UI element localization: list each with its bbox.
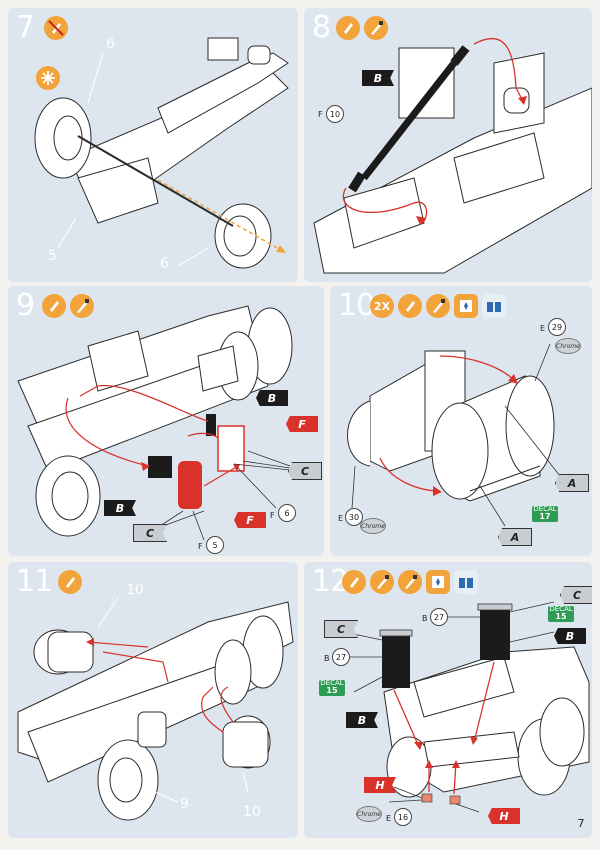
paint-brush-icon xyxy=(398,570,422,594)
step-11-icons xyxy=(58,570,82,594)
glue-icon xyxy=(58,570,82,594)
step-number: 9 xyxy=(16,288,35,323)
part-number: 6 xyxy=(278,504,296,522)
step-8-icons xyxy=(336,16,388,40)
glue-icon xyxy=(42,294,66,318)
tag-F-top: F xyxy=(286,416,318,432)
part-letter: E xyxy=(386,814,392,823)
callout-part-10-bottom: 10 xyxy=(243,804,261,820)
glue-icon xyxy=(336,16,360,40)
part-number: 27 xyxy=(332,648,350,666)
chrome-paint-icon: Chrome xyxy=(356,806,382,822)
part-number: 29 xyxy=(548,318,566,336)
chassis-tank-mount-drawing xyxy=(17,597,294,821)
tag-B: B xyxy=(362,70,394,86)
mudflap-rear-drawing xyxy=(343,601,590,813)
decal-label: DECAL xyxy=(549,605,573,613)
decal-label: DECAL xyxy=(320,679,344,687)
tag-C-right: C xyxy=(288,462,322,480)
paint-brush-icon xyxy=(70,294,94,318)
step-7-icons xyxy=(44,16,68,40)
callout-part-6-top: 6 xyxy=(106,36,115,52)
step-9-icons xyxy=(42,294,94,318)
step-12-icons xyxy=(342,570,478,594)
part-number: 10 xyxy=(326,105,344,123)
decal-label: DECAL xyxy=(533,505,557,513)
step-10-icons: 2X xyxy=(370,294,506,318)
paint-pots-icon xyxy=(482,294,506,318)
part-number: 30 xyxy=(345,508,363,526)
tag-H-left: H xyxy=(364,777,396,793)
snowflake-icon xyxy=(36,66,60,90)
step-11-panel: 11 10 9 10 xyxy=(8,562,298,838)
part-letter: E xyxy=(540,324,546,333)
part-number: 5 xyxy=(206,536,224,554)
callout-part-5: 5 xyxy=(48,248,57,264)
tag-C-left: C xyxy=(133,524,167,542)
paint-brush-icon xyxy=(426,294,450,318)
fuel-tank-drawing xyxy=(347,343,561,527)
callout-part-6-bottom: 6 xyxy=(160,256,169,272)
tag-A-right: A xyxy=(555,474,589,492)
paint-pots-icon xyxy=(454,570,478,594)
step-number: 10 xyxy=(338,288,375,323)
glue-icon xyxy=(342,570,366,594)
decal-sheet-icon xyxy=(426,570,450,594)
part-letter: F xyxy=(270,511,275,520)
step-7-panel: 7 6 5 6 xyxy=(8,8,298,282)
step-number: 8 xyxy=(312,10,331,45)
tag-B-top: B xyxy=(256,390,288,406)
step-10-panel: 10 2X E 29 Chrome E 30 Chrome A xyxy=(330,286,592,556)
callout-part-10-top: 10 xyxy=(126,582,144,598)
step-9-panel: 9 xyxy=(8,286,324,556)
step-12-panel: 12 xyxy=(304,562,592,838)
step-8-panel: 8 B F 10 xyxy=(304,8,592,282)
part-letter: B xyxy=(422,614,428,623)
part-letter: F xyxy=(318,110,323,119)
chassis-driveshaft-drawing xyxy=(313,37,592,274)
tag-C-left: C xyxy=(324,620,358,638)
tag-C-right: C xyxy=(560,586,592,604)
page-number: 7 xyxy=(570,810,592,836)
decal-number: 17 xyxy=(539,512,551,521)
paint-brush-icon xyxy=(364,16,388,40)
chrome-paint-icon: Chrome xyxy=(555,338,581,354)
part-letter: F xyxy=(198,542,203,551)
tag-B-right: B xyxy=(554,628,586,644)
tag-H-right: H xyxy=(488,808,520,824)
chassis-axle-drawing xyxy=(34,37,289,269)
tag-B-left: B xyxy=(104,500,136,516)
no-glue-icon xyxy=(44,16,68,40)
repeat-badge: 2X xyxy=(370,294,394,318)
part-letter: E xyxy=(338,514,344,523)
tag-F-bottom: F xyxy=(234,512,266,528)
chassis-tanks-drawing xyxy=(17,305,293,541)
part-number: 16 xyxy=(394,808,412,826)
glue-icon xyxy=(398,294,422,318)
step-number: 11 xyxy=(16,564,53,599)
part-number: 27 xyxy=(430,608,448,626)
paint-brush-icon xyxy=(370,570,394,594)
callout-part-9: 9 xyxy=(180,796,189,812)
step-number: 7 xyxy=(16,10,35,45)
tag-A-bottom: A xyxy=(498,528,532,546)
decal-number: 15 xyxy=(555,612,567,621)
decal-sheet-icon xyxy=(454,294,478,318)
part-letter: B xyxy=(324,654,330,663)
decal-number: 15 xyxy=(326,686,338,695)
tag-B-left: B xyxy=(346,712,378,728)
chrome-paint-icon: Chrome xyxy=(360,518,386,534)
